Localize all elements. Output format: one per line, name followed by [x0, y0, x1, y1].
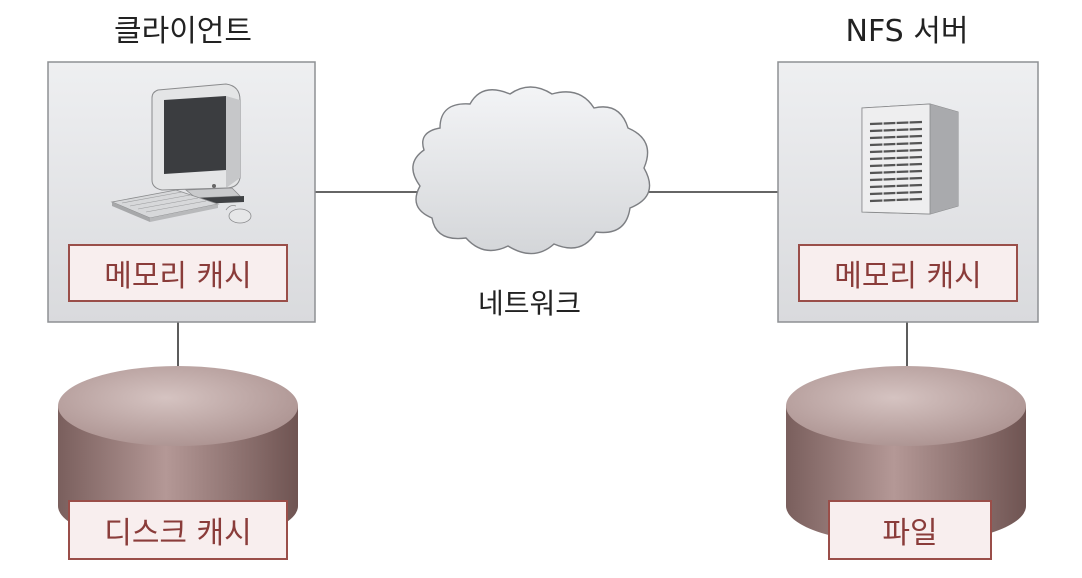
server-tower-icon [862, 104, 958, 214]
server-title: NFS 서버 [822, 6, 992, 50]
network-label: 네트워크 [478, 282, 581, 322]
client-memory-cache-label: 메모리 캐시 [68, 244, 288, 302]
server-file-label: 파일 [828, 500, 992, 560]
cloud-icon [413, 87, 650, 254]
client-title: 클라이언트 [98, 6, 268, 50]
server-memory-cache-label: 메모리 캐시 [798, 244, 1018, 302]
client-disk-cache-label: 디스크 캐시 [68, 500, 288, 560]
